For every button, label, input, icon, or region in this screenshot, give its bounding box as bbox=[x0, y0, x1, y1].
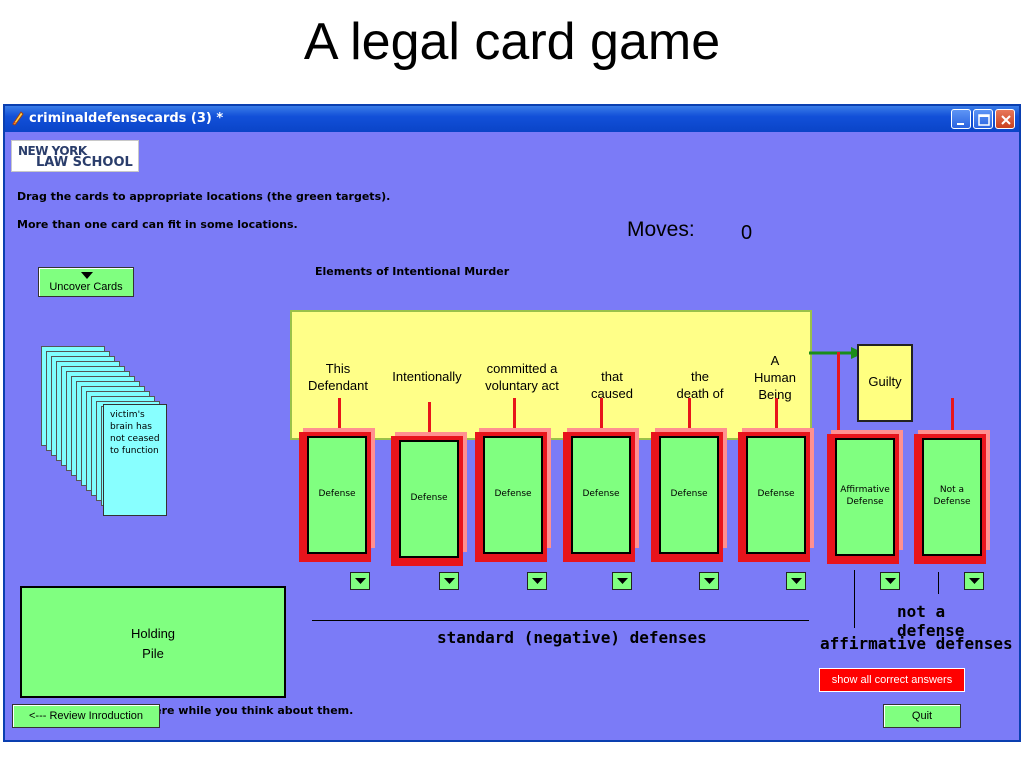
app-window: criminaldefensecards (3) * NEW YORK LAW … bbox=[3, 104, 1021, 742]
show-answers-button[interactable]: show all correct answers bbox=[819, 668, 965, 692]
connector-line bbox=[338, 398, 341, 428]
deck-top-card-text: victim's brain has not ceased to functio… bbox=[110, 410, 160, 456]
defense-target-label: Defense bbox=[318, 489, 356, 499]
defense-target-label: Defense bbox=[670, 489, 708, 499]
deck-top-card[interactable]: victim's brain has not ceased to functio… bbox=[103, 404, 167, 516]
instruction-line2: More than one card can fit in some locat… bbox=[17, 218, 298, 231]
affirmative-defenses-label: affirmative defenses bbox=[820, 634, 1013, 653]
defense-slot[interactable]: Defense bbox=[738, 428, 814, 566]
app-icon bbox=[12, 111, 24, 126]
triangle-down-icon bbox=[885, 578, 896, 584]
defense-target[interactable]: Defense bbox=[483, 436, 543, 554]
triangle-down-icon bbox=[704, 578, 715, 584]
slot-dropdown-button[interactable] bbox=[527, 572, 547, 590]
triangle-down-icon bbox=[355, 578, 366, 584]
connector-line bbox=[428, 402, 431, 432]
game-area: NEW YORK LAW SCHOOL Drag the cards to ap… bbox=[5, 132, 1019, 742]
triangle-down-icon bbox=[444, 578, 455, 584]
not-a-defense-slot[interactable]: Not a Defense bbox=[914, 430, 990, 568]
connector-line bbox=[837, 352, 840, 432]
uncover-cards-label: Uncover Cards bbox=[49, 281, 123, 293]
connector-line bbox=[688, 398, 691, 428]
not-a-defense-label: Not a Defense bbox=[933, 485, 971, 507]
elements-panel: This Defendant Intentionally committed a… bbox=[290, 310, 812, 440]
minimize-button[interactable] bbox=[951, 109, 971, 129]
defense-target[interactable]: Defense bbox=[746, 436, 806, 554]
affirmative-defense-slot[interactable]: Affirmative Defense bbox=[827, 430, 903, 568]
not-defense-divider bbox=[938, 572, 939, 594]
element-this-defendant: This Defendant bbox=[308, 361, 368, 393]
defense-slot[interactable]: Defense bbox=[391, 432, 467, 570]
slot-dropdown-button[interactable] bbox=[964, 572, 984, 590]
element-that-caused: that caused bbox=[591, 369, 633, 401]
quit-button[interactable]: Quit bbox=[883, 704, 961, 728]
not-a-defense-target[interactable]: Not a Defense bbox=[922, 438, 982, 556]
defense-slot[interactable]: Defense bbox=[651, 428, 727, 566]
defense-slot[interactable]: Defense bbox=[563, 428, 639, 566]
defense-target-label: Defense bbox=[582, 489, 620, 499]
element-intentionally: Intentionally bbox=[392, 369, 462, 384]
guilty-verdict-box: Guilty bbox=[857, 344, 913, 422]
review-introduction-button[interactable]: <--- Review Inroduction bbox=[12, 704, 160, 728]
moves-label: Moves: bbox=[627, 218, 695, 241]
triangle-down-icon bbox=[532, 578, 543, 584]
defense-target-label: Defense bbox=[757, 489, 795, 499]
slot-dropdown-button[interactable] bbox=[880, 572, 900, 590]
holding-pile[interactable]: Holding Pile bbox=[20, 586, 286, 698]
logo-line2: LAW SCHOOL bbox=[36, 155, 133, 170]
triangle-down-icon bbox=[81, 272, 93, 279]
defense-target[interactable]: Defense bbox=[307, 436, 367, 554]
holding-pile-label: Holding Pile bbox=[130, 626, 176, 661]
defense-slot[interactable]: Defense bbox=[475, 428, 551, 566]
connector-line bbox=[513, 398, 516, 428]
slot-dropdown-button[interactable] bbox=[699, 572, 719, 590]
instruction-line1: Drag the cards to appropriate locations … bbox=[17, 190, 391, 203]
window-titlebar[interactable]: criminaldefensecards (3) * bbox=[5, 106, 1019, 132]
triangle-down-icon bbox=[969, 578, 980, 584]
connector-line bbox=[775, 398, 778, 428]
standard-defenses-divider bbox=[312, 620, 809, 621]
slot-dropdown-button[interactable] bbox=[612, 572, 632, 590]
affirmative-divider bbox=[854, 570, 855, 628]
defense-target-label: Defense bbox=[494, 489, 532, 499]
guilty-label: Guilty bbox=[868, 374, 902, 389]
element-human-being: A Human Being bbox=[754, 353, 796, 402]
maximize-button[interactable] bbox=[973, 109, 993, 129]
slot-dropdown-button[interactable] bbox=[786, 572, 806, 590]
triangle-down-icon bbox=[791, 578, 802, 584]
element-death-of: the death of bbox=[676, 369, 724, 401]
uncover-cards-button[interactable]: Uncover Cards bbox=[38, 267, 134, 297]
affirmative-defense-target[interactable]: Affirmative Defense bbox=[835, 438, 895, 556]
slide-title: A legal card game bbox=[303, 13, 721, 71]
affirmative-defense-label: Affirmative Defense bbox=[840, 485, 890, 507]
close-button[interactable] bbox=[995, 109, 1015, 129]
triangle-down-icon bbox=[617, 578, 628, 584]
slot-dropdown-button[interactable] bbox=[350, 572, 370, 590]
connector-line bbox=[600, 398, 603, 428]
standard-defenses-label: standard (negative) defenses bbox=[437, 628, 707, 647]
close-icon bbox=[1001, 115, 1011, 125]
defense-target-label: Defense bbox=[410, 493, 448, 503]
not-a-defense-label: not a defense bbox=[897, 602, 965, 640]
elements-heading: Elements of Intentional Murder bbox=[315, 265, 510, 278]
slot-dropdown-button[interactable] bbox=[439, 572, 459, 590]
element-voluntary-act: committed a voluntary act bbox=[485, 361, 559, 393]
defense-target[interactable]: Defense bbox=[571, 436, 631, 554]
logo-line1: NEW YORK bbox=[18, 144, 87, 158]
window-title: criminaldefensecards (3) * bbox=[29, 111, 224, 126]
moves-counter: 0 bbox=[741, 222, 753, 244]
defense-target[interactable]: Defense bbox=[659, 436, 719, 554]
maximize-icon bbox=[978, 114, 990, 126]
minimize-icon bbox=[957, 123, 964, 125]
law-school-logo: NEW YORK LAW SCHOOL bbox=[11, 140, 139, 172]
defense-target[interactable]: Defense bbox=[399, 440, 459, 558]
defense-slot[interactable]: Defense bbox=[299, 428, 375, 566]
connector-line bbox=[951, 398, 954, 432]
